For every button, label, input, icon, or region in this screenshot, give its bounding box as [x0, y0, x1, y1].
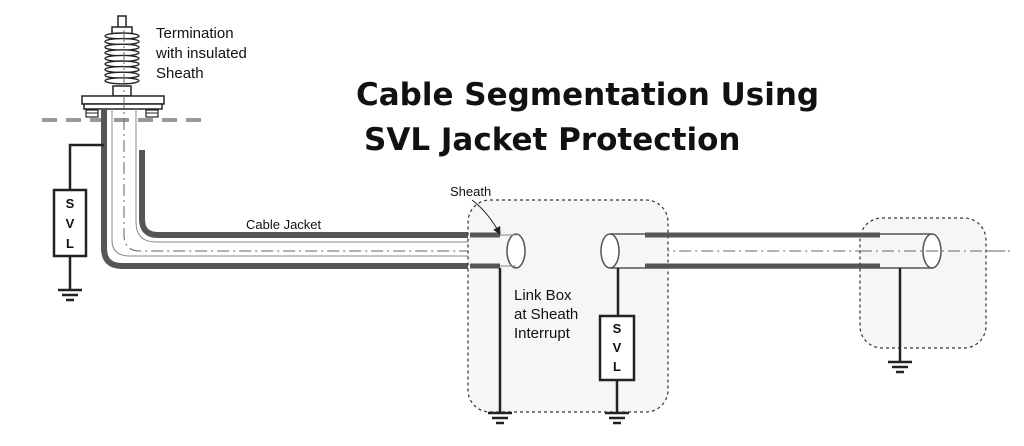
cable-outer-sheath	[101, 108, 470, 269]
bushing-shed	[104, 77, 140, 85]
svl-letter-v: V	[613, 340, 622, 355]
cable-centerline	[123, 30, 1010, 252]
termination-label: Termination with insulated Sheath	[155, 25, 247, 82]
sheath-pointer-arrow	[471, 199, 501, 235]
termination-bond-wire	[68, 143, 104, 190]
svg-text:Sheath: Sheath	[156, 65, 204, 82]
cable-inner-sheath	[139, 150, 470, 238]
ground-symbol-linkbox-left	[488, 411, 512, 425]
termination-bushing	[81, 15, 165, 118]
sheath-label: Sheath	[450, 184, 491, 199]
svg-text:Interrupt: Interrupt	[514, 325, 571, 342]
svl-letter-l: L	[613, 359, 621, 374]
svl-box-linkbox	[598, 314, 636, 382]
cable-end-left	[506, 233, 526, 269]
svl-box-termination	[52, 188, 88, 258]
ground-symbol-linkbox-right	[605, 411, 629, 425]
title-line-2: SVL Jacket Protection	[364, 122, 740, 158]
title-line-1: Cable Segmentation Using	[356, 77, 819, 113]
ground-symbol-termination	[58, 288, 82, 302]
cable-end-right	[600, 233, 620, 269]
cable-jacket-label: Cable Jacket	[246, 217, 322, 232]
cable-conductor	[111, 108, 470, 257]
svg-text:at Sheath: at Sheath	[514, 306, 578, 323]
svl-letter-l: L	[66, 236, 74, 251]
svg-text:Link Box: Link Box	[514, 287, 572, 304]
svl-letter-s: S	[66, 196, 75, 211]
ground-symbol-far-end	[888, 360, 912, 374]
svl-letter-v: V	[66, 216, 75, 231]
link-box-label: Link Box at Sheath Interrupt	[514, 287, 578, 342]
svg-text:Termination: Termination	[156, 25, 234, 42]
svg-text:with insulated: with insulated	[155, 45, 247, 62]
svl-letter-s: S	[613, 321, 622, 336]
